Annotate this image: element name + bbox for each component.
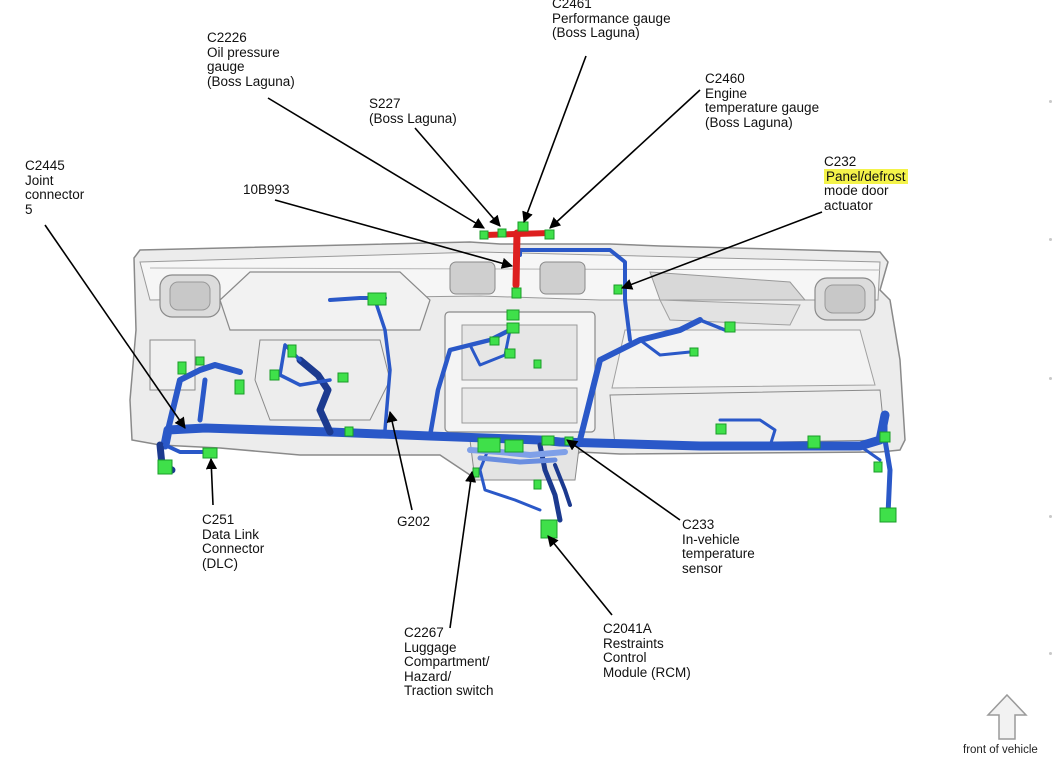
leader-c2041a bbox=[547, 535, 613, 616]
callout-g202: G202 bbox=[397, 514, 431, 530]
callout-c2267: C2267 Luggage Compartment/ Hazard/ Tract… bbox=[404, 625, 494, 699]
callout-10b993-line-1: 10B993 bbox=[243, 182, 290, 197]
callout-c2460-line-2: Engine bbox=[705, 85, 748, 101]
edge-dot bbox=[1049, 238, 1052, 241]
edge-dot bbox=[1049, 100, 1052, 103]
callout-c2267-line-5: Traction switch bbox=[404, 683, 494, 699]
front-of-vehicle-label: front of vehicle bbox=[963, 744, 1038, 756]
leader-c2461 bbox=[522, 55, 587, 224]
edge-dot bbox=[1049, 652, 1052, 655]
leader-c2445 bbox=[44, 224, 186, 429]
edge-dot bbox=[1049, 515, 1052, 518]
callout-c232-highlight: Panel/defrost bbox=[824, 168, 908, 184]
leader-c233 bbox=[566, 439, 681, 521]
callout-c2267-line-1: C2267 bbox=[404, 625, 444, 640]
callout-c2460-line-1: C2460 bbox=[705, 71, 745, 86]
callout-c232-line-1: C232 bbox=[824, 154, 857, 169]
leader-c251 bbox=[205, 457, 218, 506]
callout-c2226-line-1: C2226 bbox=[207, 30, 247, 45]
callout-c2445-line-4: 5 bbox=[25, 201, 33, 217]
callout-c2226: C2226 Oil pressure gauge (Boss Laguna) bbox=[207, 30, 295, 89]
callout-c251-line-4: (DLC) bbox=[202, 555, 238, 571]
leader-c232 bbox=[620, 211, 823, 290]
callout-c2267-line-4: Hazard/ bbox=[404, 668, 452, 684]
callout-c233-line-4: sensor bbox=[682, 560, 723, 576]
callout-c2460: C2460 Engine temperature gauge (Boss Lag… bbox=[705, 71, 820, 130]
callout-c232-line-4: actuator bbox=[824, 197, 873, 213]
callout-s227: S227 (Boss Laguna) bbox=[369, 96, 457, 126]
leader-g202 bbox=[386, 410, 413, 511]
callout-c232-line-3: mode door bbox=[824, 183, 889, 199]
callout-c2267-line-2: Luggage bbox=[404, 639, 457, 655]
edge-dot bbox=[1049, 377, 1052, 380]
leader-c2226 bbox=[267, 97, 485, 229]
callout-s227-line-1: S227 bbox=[369, 96, 401, 111]
callout-c2041a-line-2: Restraints bbox=[603, 635, 664, 651]
callout-10b993: 10B993 bbox=[243, 182, 290, 198]
callout-c2461-line-3: (Boss Laguna) bbox=[552, 25, 640, 41]
callout-c233-line-1: C233 bbox=[682, 517, 715, 532]
callout-g202-line-1: G202 bbox=[397, 514, 431, 529]
callout-c251: C251 Data Link Connector (DLC) bbox=[202, 512, 265, 571]
red-harness-section bbox=[482, 229, 553, 289]
callout-c2445: C2445 Joint connector 5 bbox=[25, 158, 85, 217]
callout-c2460-line-4: (Boss Laguna) bbox=[705, 114, 793, 130]
callout-c2445-line-3: connector bbox=[25, 187, 85, 203]
leader-c2460 bbox=[549, 89, 701, 229]
leader-lines bbox=[44, 55, 823, 629]
callout-c233-line-2: In-vehicle bbox=[682, 531, 740, 547]
callout-c251-line-2: Data Link bbox=[202, 526, 260, 542]
callout-c2041a-line-1: C2041A bbox=[603, 621, 652, 636]
callout-c2226-line-3: gauge bbox=[207, 59, 245, 75]
callout-c2226-line-4: (Boss Laguna) bbox=[207, 73, 295, 89]
leader-s227 bbox=[414, 127, 501, 227]
wiring-harness bbox=[156, 248, 893, 523]
callout-c232-line-2: Panel/defrost bbox=[824, 168, 908, 185]
callout-c2041a-line-4: Module (RCM) bbox=[603, 664, 691, 680]
callout-c251-line-3: Connector bbox=[202, 541, 265, 557]
callout-c2041a: C2041A Restraints Control Module (RCM) bbox=[603, 621, 691, 680]
callout-c2226-line-2: Oil pressure bbox=[207, 44, 280, 60]
callout-c2445-line-1: C2445 bbox=[25, 158, 65, 173]
callout-s227-line-2: (Boss Laguna) bbox=[369, 110, 457, 126]
front-of-vehicle-arrow-icon bbox=[986, 693, 1028, 740]
leader-c2267 bbox=[449, 470, 477, 629]
callout-c2461-line-2: Performance gauge bbox=[552, 10, 671, 26]
leader-10b993 bbox=[274, 199, 514, 269]
callout-c233: C233 In-vehicle temperature sensor bbox=[682, 517, 755, 576]
callout-c2267-line-3: Compartment/ bbox=[404, 654, 490, 670]
callout-c2460-line-3: temperature gauge bbox=[705, 100, 820, 116]
callout-c251-line-1: C251 bbox=[202, 512, 235, 527]
callout-c233-line-3: temperature bbox=[682, 546, 755, 562]
callout-c232: C232 Panel/defrost mode door actuator bbox=[824, 154, 908, 213]
callout-c2461-line-1: C2461 bbox=[552, 0, 592, 11]
callout-c2041a-line-3: Control bbox=[603, 650, 647, 666]
callout-c2445-line-2: Joint bbox=[25, 172, 54, 188]
callout-c2461: C2461 Performance gauge (Boss Laguna) bbox=[552, 0, 671, 41]
